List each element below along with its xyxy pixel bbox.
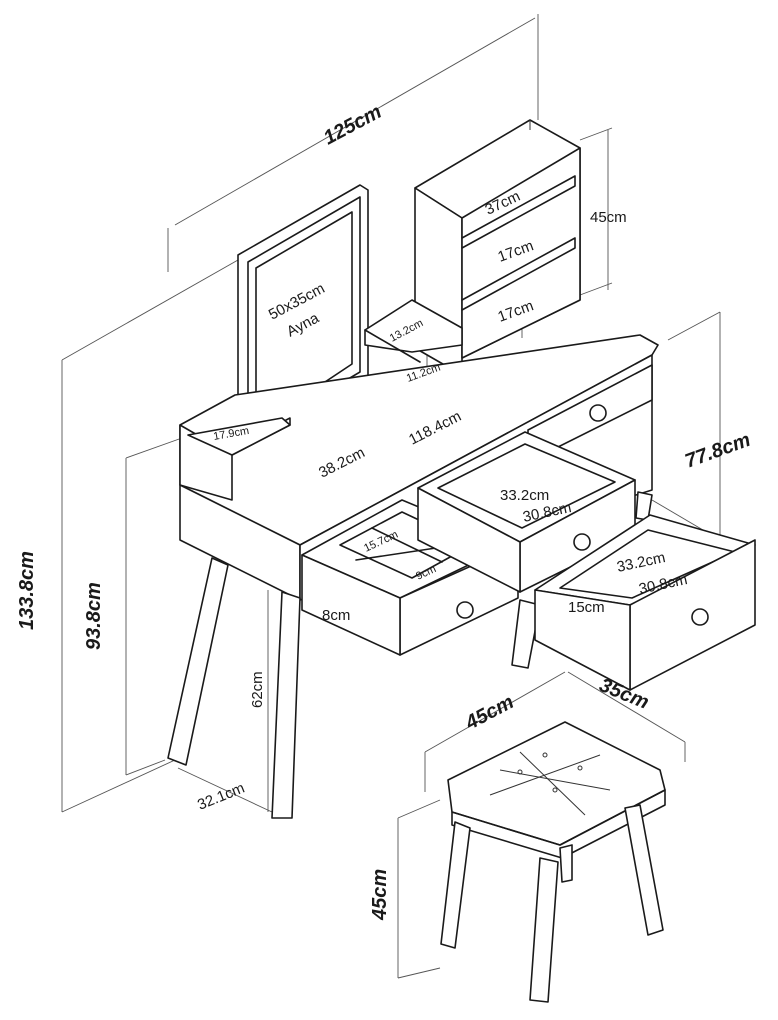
label-total-height: 133.8cm bbox=[16, 551, 38, 630]
stool bbox=[440, 721, 666, 1003]
small-shelf bbox=[364, 299, 463, 363]
label-side-depth: 77.8cm bbox=[682, 429, 753, 473]
label-total-width: 125cm bbox=[320, 101, 385, 150]
stool-tufting bbox=[489, 751, 611, 816]
label-stool-width: 45cm bbox=[461, 691, 517, 735]
label-right-drawer-height: 15cm bbox=[568, 599, 605, 616]
center-drawer bbox=[417, 431, 636, 593]
label-stool-height: 45cm bbox=[369, 869, 391, 921]
label-leg-height: 62cm bbox=[249, 671, 266, 708]
label-drawer-height-left: 8cm bbox=[322, 607, 350, 624]
table-legs bbox=[167, 491, 653, 819]
label-center-drawer-outer: 33.2cm bbox=[500, 487, 549, 504]
label-shelf-unit-height: 45cm bbox=[590, 209, 627, 226]
label-desk-height: 93.8cm bbox=[83, 582, 105, 650]
label-leg-spacing: 32.1cm bbox=[195, 780, 247, 814]
right-drawer bbox=[534, 514, 756, 691]
